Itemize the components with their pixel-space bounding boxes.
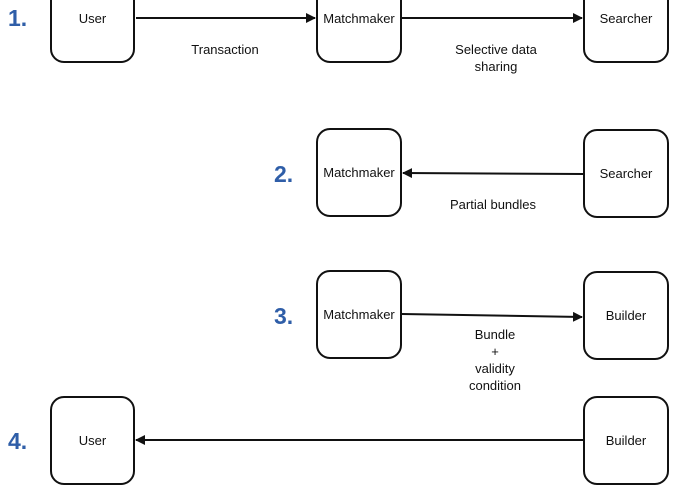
step-number-4: 4. [8, 428, 28, 454]
edge-label-partial-bundles: Partial bundles [450, 197, 536, 212]
node-searcher: Searcher [583, 0, 669, 63]
node-user: User [50, 0, 135, 63]
arrow-searcher-to-matchmaker [402, 168, 584, 179]
node-builder: Builder [583, 396, 669, 485]
step-number-1: 1. [8, 5, 28, 31]
edge-label-bundle-validity-condition: Bundle + validity condition [468, 327, 522, 393]
arrow-matchmaker-to-builder [401, 311, 583, 322]
edge-label-transaction: Transaction [191, 42, 259, 57]
node-matchmaker: Matchmaker [316, 128, 402, 217]
node-user: User [50, 396, 135, 485]
node-matchmaker: Matchmaker [316, 270, 402, 359]
node-searcher: Searcher [583, 129, 669, 218]
step-number-3: 3. [274, 303, 294, 329]
edge-label-selective-data-sharing: Selective data sharing [455, 42, 537, 74]
node-builder: Builder [583, 271, 669, 360]
step-number-2: 2. [274, 161, 294, 187]
node-matchmaker: Matchmaker [316, 0, 402, 63]
edges-layer [135, 13, 584, 445]
